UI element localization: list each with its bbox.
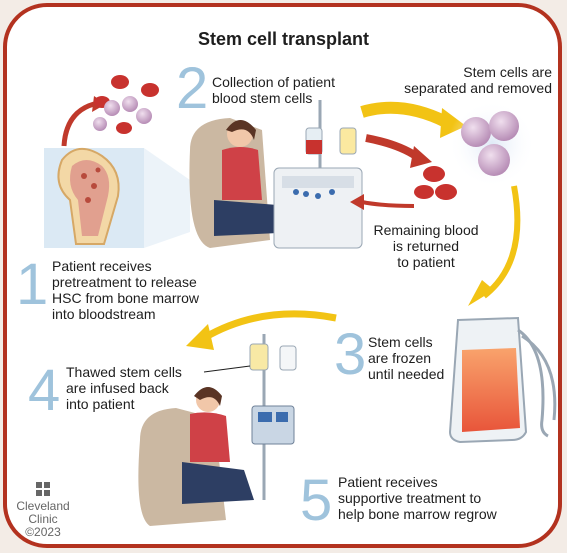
cleveland-clinic-logo: Cleveland Clinic ©2023 (12, 482, 74, 539)
step-2-text: Collection of patient blood stem cells (212, 74, 335, 106)
separated-note: Stem cells are separated and removed (392, 64, 552, 96)
step-1-line: HSC from bone marrow (52, 290, 199, 306)
step-5-line: supportive treatment to (338, 490, 497, 506)
page-title: Stem cell transplant (0, 29, 567, 50)
return-arrow (362, 202, 414, 206)
step-4-line: into patient (66, 396, 182, 412)
step-3-line: are frozen (368, 350, 444, 366)
step-5-text: Patient receives supportive treatment to… (338, 474, 497, 522)
separated-note-line: separated and removed (392, 80, 552, 96)
step-3-line: Stem cells (368, 334, 444, 350)
stem-cells-cluster (448, 100, 536, 188)
returned-note-line: is returned (366, 238, 486, 254)
to-storage-arrow (484, 186, 517, 296)
infusion-patient-illustration (138, 334, 296, 526)
step-3-line: until needed (368, 366, 444, 382)
step-2-line: blood stem cells (212, 90, 335, 106)
step-1-text: Patient receives pretreatment to release… (52, 258, 199, 322)
logo-copyright: ©2023 (12, 526, 74, 539)
step-3-number: 3 (334, 326, 366, 384)
patient-apheresis-illustration (189, 100, 362, 248)
step-3-text: Stem cells are frozen until needed (368, 334, 444, 382)
returned-note-line: to patient (366, 254, 486, 270)
to-infusion-arrow (204, 314, 336, 338)
step-2-line: Collection of patient (212, 74, 335, 90)
step-1-line: into bloodstream (52, 306, 199, 322)
returned-note: Remaining blood is returned to patient (366, 222, 486, 270)
step-1-line: Patient receives (52, 258, 199, 274)
step-1-line: pretreatment to release (52, 274, 199, 290)
step-5-number: 5 (300, 472, 332, 530)
bone-marrow-illustration (44, 148, 190, 248)
step-4-line: are infused back (66, 380, 182, 396)
step-1-number: 1 (16, 256, 48, 314)
bone-to-blood-arrow (64, 104, 94, 146)
step-4-line: Thawed stem cells (66, 364, 182, 380)
step-2-number: 2 (176, 60, 208, 118)
step-5-line: Patient receives (338, 474, 497, 490)
separated-note-line: Stem cells are (392, 64, 552, 80)
released-cells (93, 75, 159, 134)
red-blood-cells (414, 166, 457, 200)
step-4-number: 4 (28, 362, 60, 420)
frozen-stem-cell-bag (450, 318, 555, 442)
step-4-text: Thawed stem cells are infused back into … (66, 364, 182, 412)
red-cells-arrow (366, 138, 416, 156)
step-5-line: help bone marrow regrow (338, 506, 497, 522)
step4-callout-line (204, 366, 250, 372)
returned-note-line: Remaining blood (366, 222, 486, 238)
cleveland-clinic-logo-icon (36, 482, 50, 496)
separation-arrow (362, 108, 446, 122)
